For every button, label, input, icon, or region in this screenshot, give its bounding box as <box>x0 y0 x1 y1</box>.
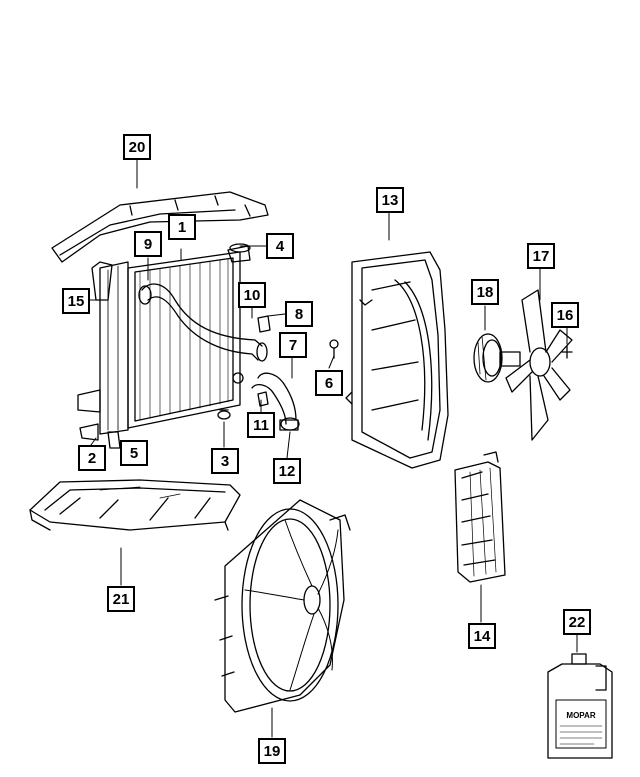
air-seal-part <box>454 451 506 583</box>
callout-19-label: 19 <box>263 742 281 760</box>
hose-clamp-part <box>257 315 271 333</box>
electric-fan-part <box>214 499 351 713</box>
upper-hose-part <box>138 283 268 362</box>
callout-9-label: 9 <box>143 235 153 253</box>
callout-5-label: 5 <box>129 444 139 462</box>
callout-18-label: 18 <box>476 283 494 301</box>
callout-2-label: 2 <box>87 449 97 467</box>
coolant-jug-part <box>547 653 613 759</box>
callout-8[interactable]: 8 <box>285 301 313 327</box>
callout-17-label: 17 <box>532 247 550 265</box>
callout-19[interactable]: 19 <box>258 738 286 764</box>
bolt-part <box>561 345 573 359</box>
callout-20[interactable]: 20 <box>123 134 151 160</box>
callout-14-label: 14 <box>473 627 491 645</box>
lower-hose-part <box>251 372 300 431</box>
callout-15[interactable]: 15 <box>62 288 90 314</box>
callout-15-label: 15 <box>67 292 85 310</box>
fan-blade-part <box>505 289 573 441</box>
callout-4[interactable]: 4 <box>266 233 294 259</box>
fan-shroud-part <box>345 251 449 469</box>
callout-1[interactable]: 1 <box>168 214 196 240</box>
callout-14[interactable]: 14 <box>468 623 496 649</box>
callout-7-label: 7 <box>288 336 298 354</box>
callout-16[interactable]: 16 <box>551 302 579 328</box>
upper-support-cover-part <box>51 191 269 263</box>
callout-7[interactable]: 7 <box>279 332 307 358</box>
callout-9[interactable]: 9 <box>134 231 162 257</box>
callout-1-label: 1 <box>177 218 187 236</box>
callout-10[interactable]: 10 <box>238 282 266 308</box>
callout-13-label: 13 <box>381 191 399 209</box>
callout-22-label: 22 <box>568 613 586 631</box>
callout-10-label: 10 <box>243 286 261 304</box>
fan-clutch-part <box>473 333 521 383</box>
callout-11[interactable]: 11 <box>247 412 275 438</box>
callout-12[interactable]: 12 <box>273 458 301 484</box>
callout-13[interactable]: 13 <box>376 187 404 213</box>
callout-6-label: 6 <box>324 374 334 392</box>
callout-6[interactable]: 6 <box>315 370 343 396</box>
callout-16-label: 16 <box>556 306 574 324</box>
callout-3[interactable]: 3 <box>211 448 239 474</box>
leader-lines <box>89 159 578 738</box>
fastener-parts <box>217 339 339 420</box>
callout-17[interactable]: 17 <box>527 243 555 269</box>
splash-shield-part <box>29 479 241 531</box>
callout-21[interactable]: 21 <box>107 586 135 612</box>
callout-5[interactable]: 5 <box>120 440 148 466</box>
callout-18[interactable]: 18 <box>471 279 499 305</box>
callout-20-label: 20 <box>128 138 146 156</box>
callout-22[interactable]: 22 <box>563 609 591 635</box>
callout-12-label: 12 <box>278 462 296 480</box>
callout-21-label: 21 <box>112 590 130 608</box>
callout-2[interactable]: 2 <box>78 445 106 471</box>
callout-8-label: 8 <box>294 305 304 323</box>
callout-4-label: 4 <box>275 237 285 255</box>
radiator-part <box>77 243 251 449</box>
jug-brand-label: MOPAR <box>566 711 595 720</box>
callout-3-label: 3 <box>220 452 230 470</box>
callout-11-label: 11 <box>253 416 269 434</box>
